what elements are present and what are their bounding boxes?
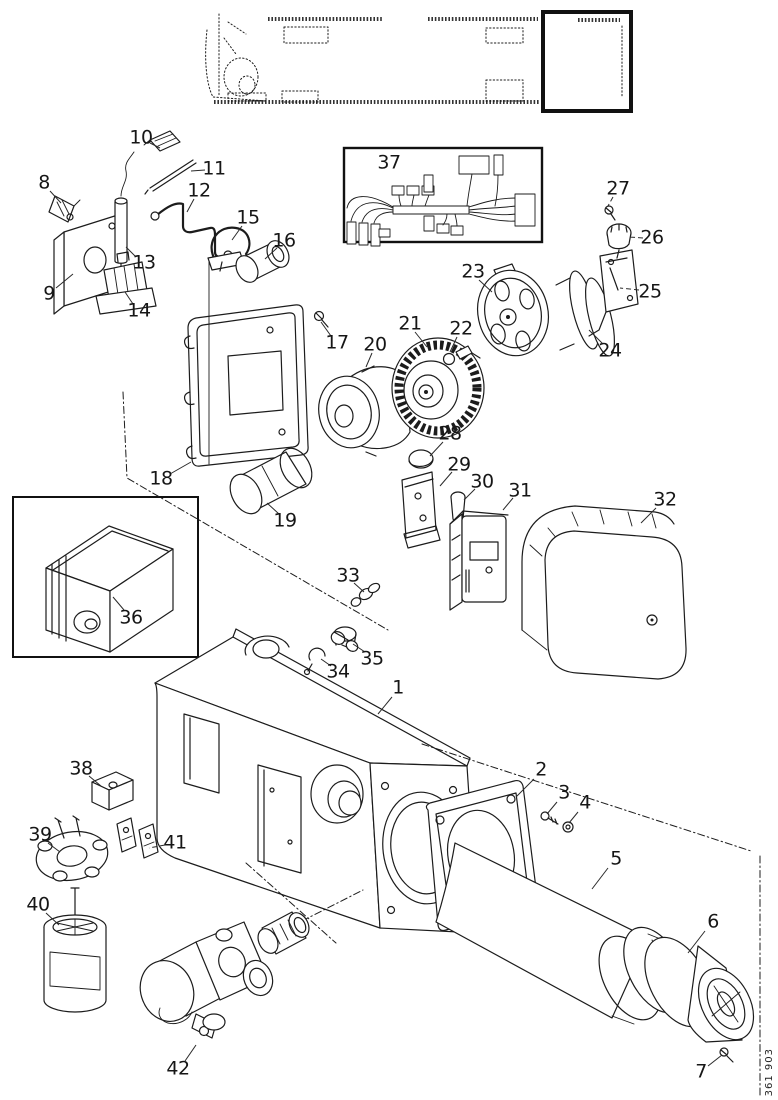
callout-8: 8 xyxy=(38,171,50,194)
part-27-screw xyxy=(604,205,616,221)
pump-coupling xyxy=(257,911,310,955)
callout-42: 42 xyxy=(166,1057,190,1080)
callout-11: 11 xyxy=(202,157,226,180)
part-3-screw xyxy=(540,811,559,825)
part-6-combustion-head xyxy=(644,936,755,1043)
callout-37: 37 xyxy=(377,151,401,174)
callout-16: 16 xyxy=(272,229,296,252)
part-38-bracket xyxy=(91,771,134,811)
cable-harness-sketch xyxy=(346,154,536,247)
control-unit-sketch xyxy=(45,525,174,653)
callout-27: 27 xyxy=(606,177,630,200)
callout-28: 28 xyxy=(438,422,462,445)
callout-10: 10 xyxy=(129,126,153,149)
part-42-oil-pump xyxy=(139,921,274,1039)
part-17-screw xyxy=(313,310,329,328)
assembly-axis-lines xyxy=(122,391,761,1097)
callout-39: 39 xyxy=(28,823,52,846)
callout-24: 24 xyxy=(598,339,622,362)
part-32-burner-hood xyxy=(521,505,687,680)
part-31-control-box xyxy=(449,510,509,611)
callout-14: 14 xyxy=(127,299,151,322)
callout-4: 4 xyxy=(579,791,591,814)
callout-12: 12 xyxy=(187,179,211,202)
part-23-air-damper-wheel xyxy=(477,263,549,357)
callout-32: 32 xyxy=(653,488,677,511)
part-1-burner-housing xyxy=(154,626,479,934)
part-24-air-damper-sectors xyxy=(555,270,616,357)
callout-5: 5 xyxy=(610,847,622,870)
part-19-capacitor xyxy=(229,447,313,515)
callout-31: 31 xyxy=(508,479,532,502)
part-25-damper-bracket xyxy=(588,249,639,337)
callout-21: 21 xyxy=(398,312,422,335)
part-13-flame-sensor xyxy=(114,151,135,264)
drawing-number: 361 903 xyxy=(764,1047,775,1096)
callout-35: 35 xyxy=(360,647,384,670)
callout-18: 18 xyxy=(149,467,173,490)
part-18-housing-plate xyxy=(183,257,309,467)
part-11-ignition-electrode xyxy=(144,159,197,195)
callout-2: 2 xyxy=(535,758,547,781)
part-21-fan-wheel xyxy=(391,337,485,439)
callout-13: 13 xyxy=(132,251,156,274)
overview-outline-sketch xyxy=(205,13,540,104)
callout-25: 25 xyxy=(638,280,662,303)
callout-26: 26 xyxy=(640,226,664,249)
part-28-cap xyxy=(408,449,434,469)
callout-1: 1 xyxy=(392,676,404,699)
harness-inset-box xyxy=(342,146,544,247)
callout-41: 41 xyxy=(163,831,187,854)
callout-38: 38 xyxy=(69,757,93,780)
callout-19: 19 xyxy=(273,509,297,532)
callout-29: 29 xyxy=(447,453,471,476)
callout-23: 23 xyxy=(461,260,485,283)
part-34-clamp xyxy=(303,647,326,676)
callout-7: 7 xyxy=(695,1060,707,1083)
part-26-adjusting-knob xyxy=(606,223,632,259)
callout-17: 17 xyxy=(325,331,349,354)
callout-9: 9 xyxy=(43,282,55,305)
callout-6: 6 xyxy=(707,910,719,933)
control-unit-inset-box xyxy=(12,496,199,658)
part-4-washer xyxy=(562,821,574,833)
part-29-bracket xyxy=(401,471,441,549)
part-41-mounting-plates xyxy=(116,817,159,859)
callout-22: 22 xyxy=(449,317,473,340)
overview-section-box xyxy=(541,10,633,113)
callout-36: 36 xyxy=(119,606,143,629)
callout-3: 3 xyxy=(558,781,570,804)
part-40-oil-filter xyxy=(43,887,107,1013)
callout-33: 33 xyxy=(336,564,360,587)
callout-20: 20 xyxy=(363,333,387,356)
callout-40: 40 xyxy=(26,893,50,916)
callout-15: 15 xyxy=(236,206,260,229)
callout-34: 34 xyxy=(326,660,350,683)
part-7-screw xyxy=(719,1047,734,1063)
callout-30: 30 xyxy=(470,470,494,493)
part-8-nozzle-piece xyxy=(48,195,81,223)
part-22-coupling xyxy=(442,345,481,366)
